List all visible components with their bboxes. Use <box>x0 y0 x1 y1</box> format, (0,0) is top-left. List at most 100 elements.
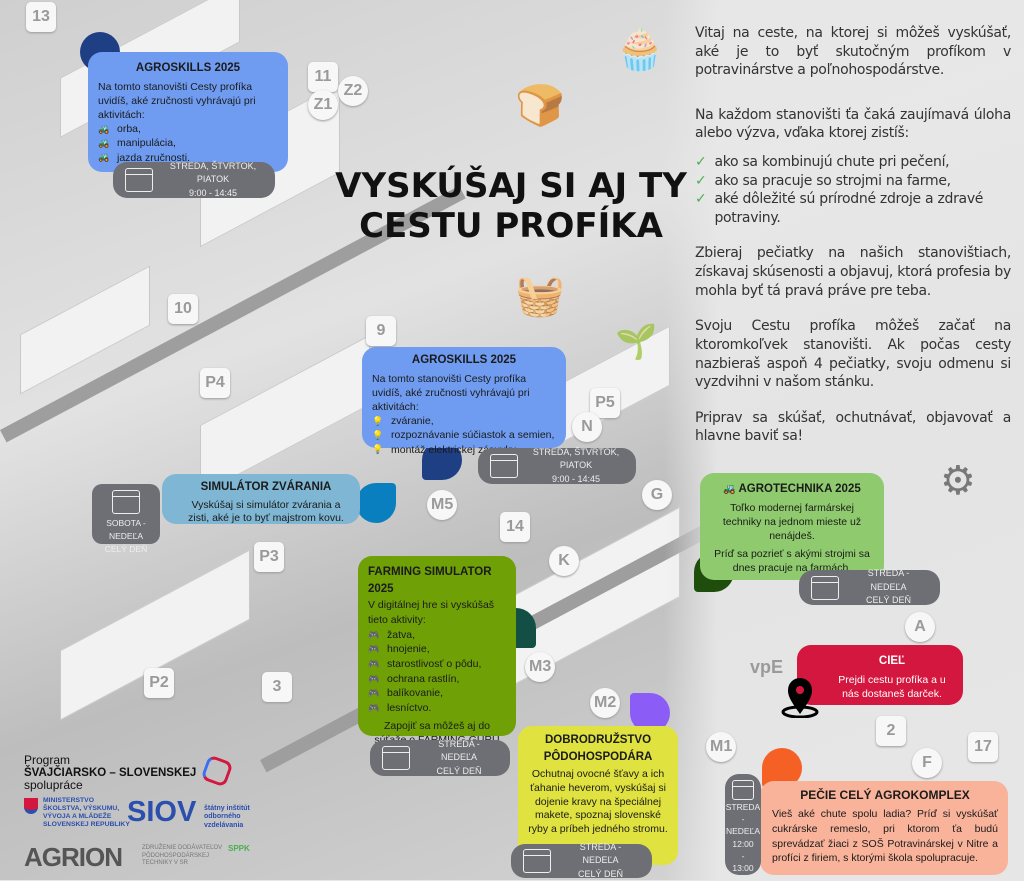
list-item-text: starostlivosť o pôdu, <box>387 658 482 671</box>
schedule-days: STREDA - NEDEĽA <box>438 738 480 763</box>
station-title: FARMING SIMULATOR 2025 <box>368 566 492 595</box>
map-marker: 2 <box>876 716 906 746</box>
logo-ministry: MINISTERSTVO ŠKOLSTVA, VÝSKUMU, VÝVOJA A… <box>43 797 130 830</box>
logo-sppk: SPPK <box>228 844 250 853</box>
basket-icon: 🧺 <box>515 274 565 318</box>
logo-text: MINISTERSTVO <box>43 797 94 804</box>
schedule-days: STREDA, ŠTVRTOK, PIATOK <box>532 446 620 471</box>
station-title: SIMULÁTOR ZVÁRANIA <box>200 481 332 493</box>
station-pin-bubble <box>356 483 396 523</box>
lightbulb-icon: 💡 <box>372 429 384 440</box>
schedule-separator: - <box>741 850 745 861</box>
station-title: DOBRODRUŽSTVO PÔDOHOSPODÁRA <box>543 734 653 763</box>
station-goal: CIEĽ Prejdi cestu profíka a u nás dostan… <box>797 645 963 705</box>
map-marker: Z1 <box>308 90 338 120</box>
list-item: 💡zváranie, <box>372 414 556 428</box>
list-item-text: hnojenie, <box>387 643 430 656</box>
checklist-text: aké dôležité sú prírodné zdroje a zdravé… <box>714 191 984 226</box>
station-description: V digitálnej hre si vyskúšaš tieto aktiv… <box>368 599 495 627</box>
list-item: 🚜manipulácia, <box>98 136 278 150</box>
calendar-icon <box>112 490 140 514</box>
schedule-day-start: STREDA <box>725 802 761 812</box>
intro-paragraph: Priprav sa skúšať, ochutnávať, objavovať… <box>695 409 1011 445</box>
cupcake-icon: 🧁 <box>615 28 665 72</box>
logo-text: VÝVOJA A MLÁDEŽE <box>43 813 112 821</box>
station-title: AGROSKILLS 2025 <box>411 354 517 366</box>
schedule-time: 9:00 - 14:45 <box>188 187 238 198</box>
schedule-day-end: NEDEĽA <box>725 826 760 837</box>
station-description: Na tomto stanovišti Cesty profíka uvidíš… <box>98 80 256 122</box>
checklist-item: ✓ako sa kombinujú chute pri pečení, <box>695 153 1011 172</box>
station-title: AGROTECHNIKA 2025 <box>738 483 861 495</box>
list-item: 🎮balíkovanie, <box>368 686 506 701</box>
list-item-text: balíkovanie, <box>387 687 444 700</box>
list-item-text: zváranie, <box>391 415 434 428</box>
list-item: 🎮 žatva, <box>368 628 506 643</box>
schedule-days: STREDA, ŠTVRTOK, PIATOK <box>169 160 257 185</box>
station-description: Na tomto stanovišti Cesty profíka uvidíš… <box>372 372 530 414</box>
map-marker: vpE <box>750 656 784 677</box>
map-marker: P5 <box>590 388 620 418</box>
map-marker: M3 <box>525 652 556 682</box>
checklist: ✓ako sa kombinujú chute pri pečení, ✓ako… <box>695 153 1011 227</box>
schedule-badge: STREDA - NEDEĽA CELÝ DEŇ <box>799 568 940 606</box>
calendar-icon <box>523 849 551 873</box>
list-item: 🚜jazda zručnosti. <box>98 151 278 165</box>
logo-text: spolupráce <box>24 777 83 792</box>
gamepad-icon: 🎮 <box>368 658 380 669</box>
list-item: 🎮ochrana rastlín, <box>368 672 506 687</box>
list-item-text: lesníctvo. <box>387 702 432 715</box>
map-marker: 10 <box>168 294 198 324</box>
checklist-text: ako sa kombinujú chute pri pečení, <box>714 154 950 171</box>
station-agroskills-1: AGROSKILLS 2025 Na tomto stanovišti Cest… <box>88 52 288 172</box>
combine-harvester-icon: 🚜 <box>723 484 736 495</box>
map-marker: 11 <box>308 62 338 92</box>
logo-text: vzdelávania <box>204 821 244 829</box>
checklist-text: ako sa pracuje so strojmi na farme, <box>714 172 951 189</box>
checklist-item: ✓ako sa pracuje so strojmi na farme, <box>695 172 1011 191</box>
checklist-item: ✓ aké dôležité sú prírodné zdroje a zdrav… <box>695 190 1011 227</box>
list-item: 🎮 starostlivosť o pôdu, <box>368 657 506 672</box>
check-icon: ✓ <box>695 191 707 208</box>
map-marker: P3 <box>254 542 284 572</box>
map-marker: M1 <box>706 732 737 762</box>
station-description: Ochutnaj ovocné šťavy a ich ťahanie heve… <box>528 768 668 835</box>
tractor-wheat-icon: ⚙ <box>940 459 976 503</box>
map-marker: G <box>642 480 672 510</box>
station-title: AGROSKILLS 2025 <box>135 62 241 74</box>
map-marker: F <box>912 748 942 778</box>
station-description: Vieš aké chute spolu ladia? Príď si vysk… <box>772 808 998 865</box>
station-description: Toľko modernej farmárskej techniky na je… <box>722 501 862 543</box>
intro-paragraph: Vitaj na ceste, na ktorej si môžeš vyskú… <box>695 25 1011 79</box>
logo-text: PÔDOHOSPODÁRSKEJ <box>142 852 210 859</box>
logo-text: ŠVAJČIARSKO – SLOVENSKEJ <box>24 766 197 779</box>
map-marker: M5 <box>427 490 458 520</box>
schedule-separator: - <box>741 814 745 825</box>
map-marker: N <box>572 412 602 442</box>
station-title-row: 🚜 AGROTECHNIKA 2025 <box>710 481 874 498</box>
logo-agrion-subtitle: ZDRUŽENIE DODÁVATEĽOV PÔDOHOSPODÁRSKEJ T… <box>142 845 222 868</box>
station-agroskills-2: AGROSKILLS 2025 Na tomto stanovišti Cest… <box>362 347 566 456</box>
intro-text-panel: Vitaj na ceste, na ktorej si môžeš vyskú… <box>695 24 1011 463</box>
station-farming-simulator: FARMING SIMULATOR 2025 V digitálnej hre … <box>358 556 516 760</box>
logo-text: odborného <box>204 813 241 821</box>
station-title: PEČIE CELÝ AGROKOMPLEX <box>800 788 970 802</box>
list-item-text: žatva, <box>387 628 416 641</box>
intro-paragraph: Zbieraj pečiatky na našich stanovištiach… <box>695 245 1011 299</box>
gamepad-icon: 🎮 <box>368 703 380 713</box>
logo-siov-subtitle: štátny inštitút odborného vzdelávania <box>204 805 250 830</box>
gamepad-icon: 🎮 <box>368 629 380 640</box>
lightbulb-icon: 💡 <box>372 444 384 455</box>
schedule-days: STREDA - NEDEĽA <box>867 568 910 592</box>
station-description: Vyskúšaj si simulátor zvárania a zisti, … <box>188 498 344 524</box>
list-item: 💡rozpoznávanie súčiastok a semien, <box>372 428 556 442</box>
logo-text: Program <box>24 753 71 767</box>
station-baking: PEČIE CELÝ AGROKOMPLEX Vieš aké chute sp… <box>760 781 1008 875</box>
schedule-time: CELÝ DEŇ <box>865 595 911 606</box>
station-description: Prejdi cestu profíka a u nás dostaneš da… <box>838 673 946 700</box>
logo-text: SLOVENSKEJ REPUBLIKY <box>43 821 130 829</box>
tractor-icon: 🚜 <box>98 137 110 148</box>
